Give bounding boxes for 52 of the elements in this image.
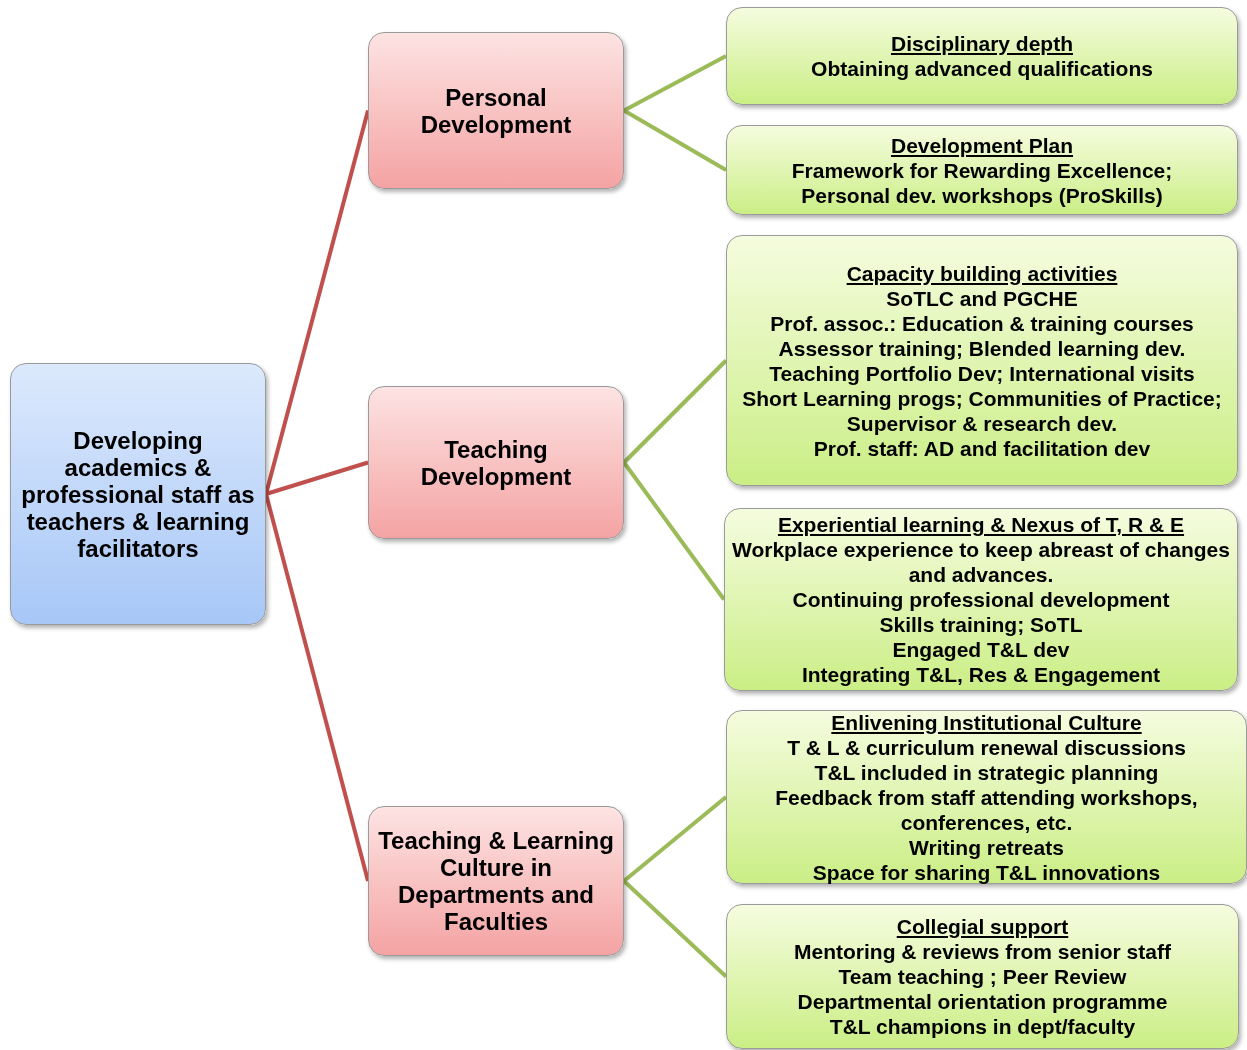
box-text: Integrating T&L, Res & Engagement	[801, 662, 1161, 687]
box-text: Space for sharing T&L innovations	[812, 859, 1161, 885]
category-box	[368, 386, 624, 539]
box-text: T&L included in strategic planning	[814, 759, 1159, 785]
box-text: Continuing professional development	[792, 587, 1170, 612]
connector-line	[623, 108, 727, 172]
activity-box	[726, 7, 1238, 105]
box-text: Writing retreats	[909, 834, 1064, 860]
box-heading: Enlivening Institutional Culture	[831, 709, 1142, 735]
goal-box	[10, 363, 266, 625]
connector-line	[622, 461, 726, 601]
box-text: Personal dev. workshops (ProSkills)	[801, 182, 1163, 208]
activity-box	[726, 235, 1238, 486]
box-heading: Disciplinary depth	[890, 31, 1073, 56]
category-box	[368, 32, 624, 189]
box-text: Team teaching ; Peer Review	[838, 964, 1127, 989]
connector-line	[264, 493, 370, 882]
box-text: Developing academics & professional staff as teachers & learning facilitators	[20, 426, 256, 562]
box-text: Mentoring & reviews from senior staff	[794, 939, 1171, 964]
box-text: Departmental orientation programme	[797, 989, 1168, 1014]
box-text: SoTLC and PGCHE	[886, 285, 1078, 311]
box-text: Prof. staff: AD and facilitation dev	[813, 435, 1151, 461]
activity-box	[724, 508, 1238, 691]
connector-line	[265, 460, 369, 496]
box-text: Obtaining advanced qualifications	[811, 56, 1153, 81]
connector-line	[264, 110, 370, 495]
box-heading: Collegial support	[896, 914, 1069, 939]
box-text: Assessor training; Blended learning dev.	[778, 335, 1186, 361]
box-text: Teaching Development	[419, 435, 573, 490]
connector-line	[622, 359, 728, 464]
activity-box	[726, 904, 1239, 1049]
box-text: Personal Development	[419, 83, 573, 138]
box-text: Skills training; SoTL	[879, 612, 1083, 637]
connector-line	[623, 54, 727, 113]
box-text: Feedback from staff attending workshops, conferences, etc.	[774, 784, 1199, 835]
box-text: Teaching & Learning Culture in Departments and Faculties	[377, 827, 615, 935]
activity-box	[726, 125, 1238, 215]
connector-line	[622, 795, 728, 883]
box-heading: Capacity building activities	[846, 260, 1118, 286]
box-text: Framework for Rewarding Excellence;	[791, 157, 1173, 183]
box-heading: Experiential learning & Nexus of T, R & E	[777, 512, 1185, 537]
box-text: Prof. assoc.: Education & training courses	[770, 310, 1194, 336]
category-box	[368, 806, 624, 956]
box-text: T&L champions in dept/faculty	[829, 1014, 1136, 1039]
box-text: Workplace experience to keep abreast of changes and advances.	[731, 537, 1231, 587]
connector-line	[622, 879, 728, 978]
box-heading: Development Plan	[890, 132, 1074, 158]
box-text: Teaching Portfolio Dev; International visits	[769, 360, 1195, 386]
activity-box	[726, 710, 1247, 884]
box-text: Engaged T&L dev	[892, 637, 1070, 662]
box-text: T & L & curriculum renewal discussions	[787, 734, 1186, 760]
box-text: Short Learning progs; Communities of Practice; Supervisor & research dev.	[741, 385, 1223, 436]
